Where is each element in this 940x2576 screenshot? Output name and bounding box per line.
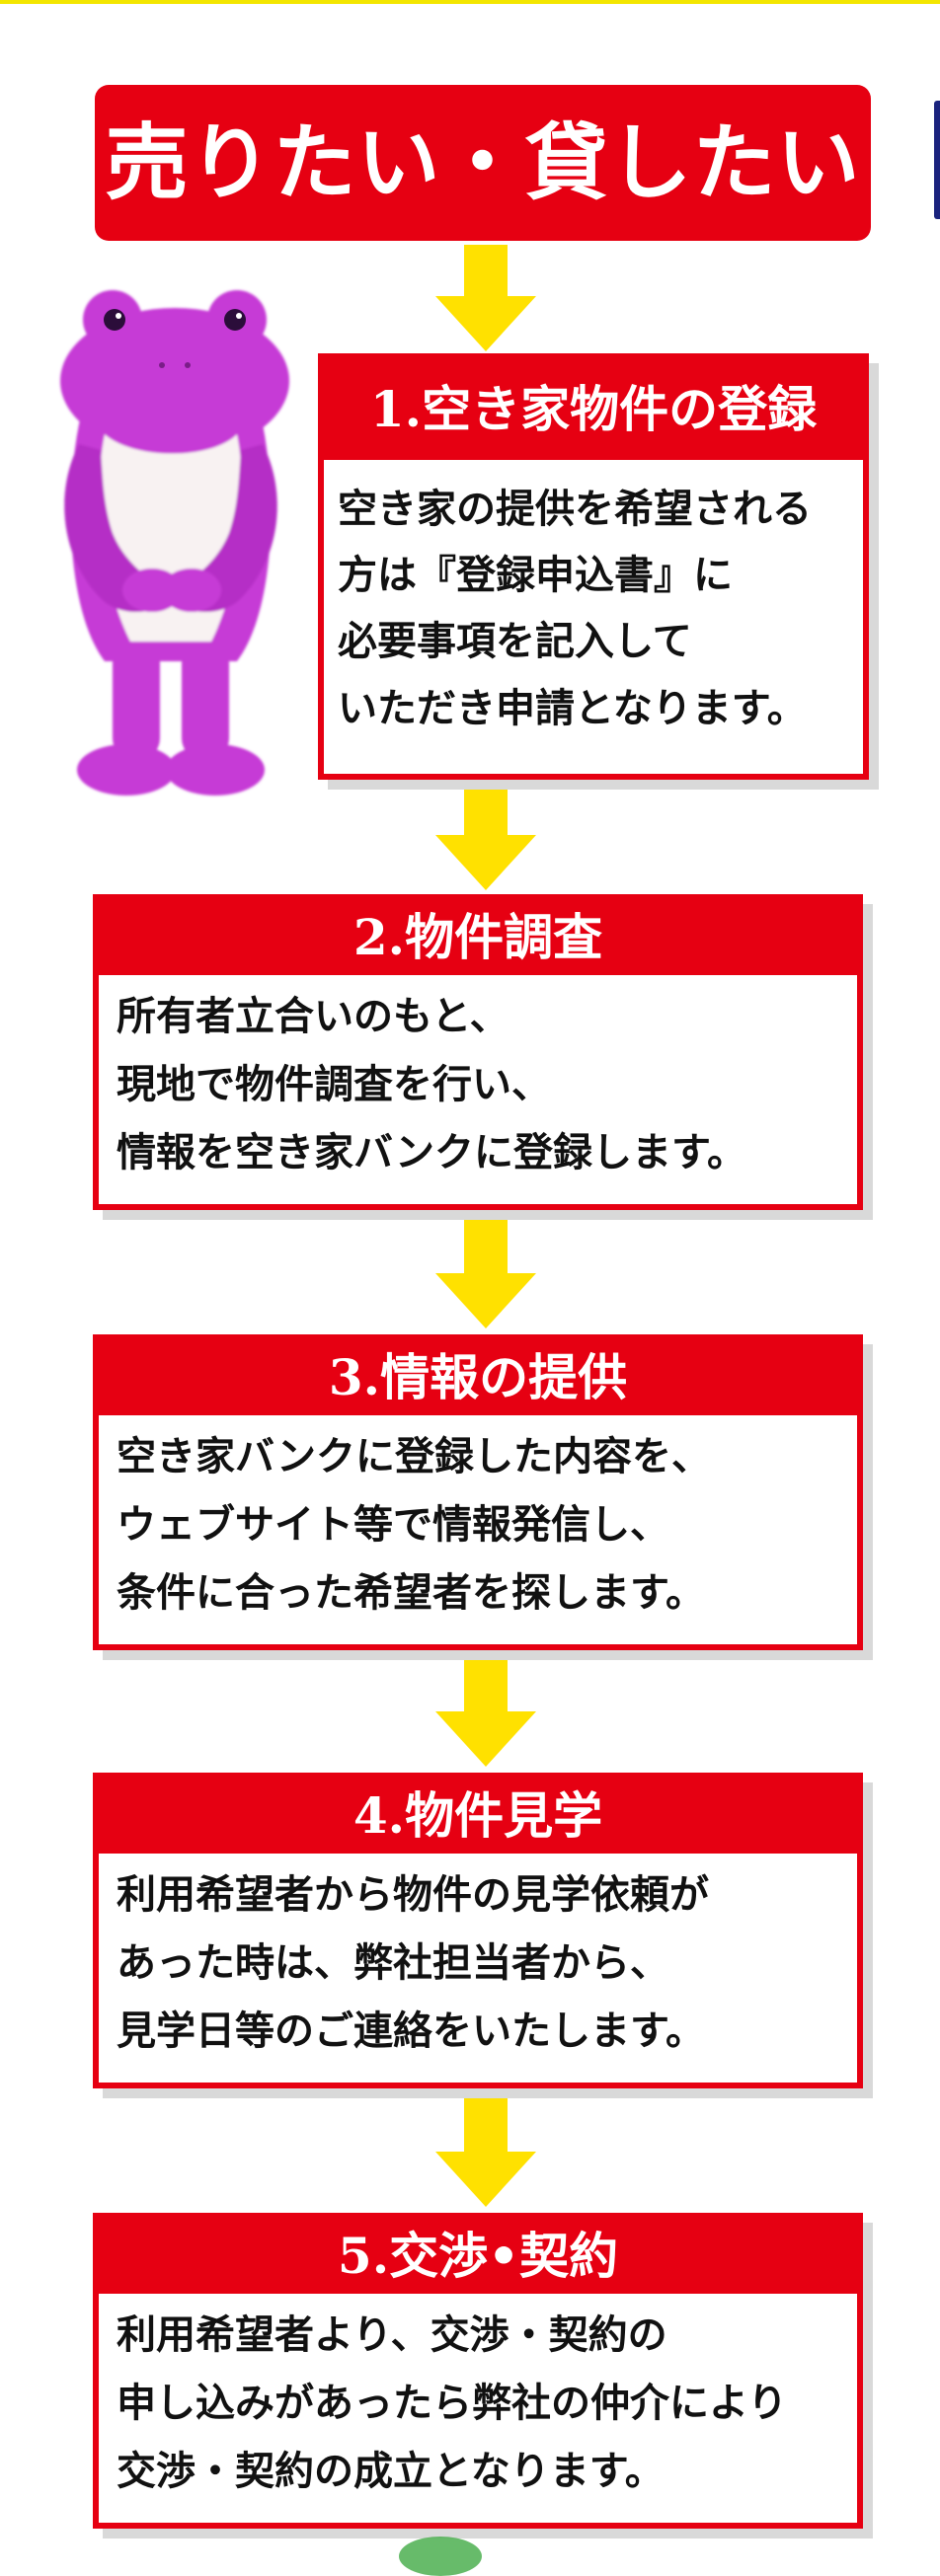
step-description-line: 利用希望者より、交渉・契約の (117, 2311, 667, 2358)
step-card-5: 5.交渉•契約 利用希望者より、交渉・契約の 申し込みがあったら弊社の仲介により… (93, 2213, 863, 2529)
step-description-line: 見学日等のご連絡をいたします。 (117, 2007, 705, 2054)
step-card-3: 3.情報の提供 空き家バンクに登録した内容を、 ウェブサイト等で情報発信し、 条… (93, 1334, 863, 1650)
step-description: 空き家バンクに登録した内容を、 ウェブサイト等で情報発信し、 条件に合った希望者… (99, 1415, 857, 1627)
step-description-line: 申し込みがあったら弊社の仲介により (117, 2379, 788, 2426)
side-tab-edge (934, 101, 940, 219)
step-description: 利用希望者より、交渉・契約の 申し込みがあったら弊社の仲介により 交渉・契約の成… (99, 2294, 857, 2505)
step-description: 所有者立合いのもと、 現地で物件調査を行い、 情報を空き家バンクに登録します。 (99, 975, 857, 1186)
flow-arrow-down-icon (431, 1220, 540, 1330)
banner-title: 売りたい・貸したい (105, 114, 861, 211)
step-description-line: 所有者立合いのもと、 (117, 993, 509, 1039)
step-description: 利用希望者から物件の見学依頼が あった時は、弊社担当者から、 見学日等のご連絡を… (99, 1854, 857, 2065)
step-description-line: 空き家バンクに登録した内容を、 (117, 1433, 711, 1479)
step-description-line: 空き家の提供を希望される (338, 486, 812, 532)
flow-arrow-down-icon (431, 2098, 540, 2209)
flow-arrow-down-icon (431, 1658, 540, 1769)
step-description-line: 情報を空き家バンクに登録します。 (117, 1128, 746, 1175)
step-title: 1.空き家物件の登録 (324, 359, 863, 460)
top-rule (0, 0, 940, 4)
step-description-line: 利用希望者から物件の見学依頼が (117, 1871, 709, 1918)
step-description-line: ウェブサイト等で情報発信し、 (117, 1500, 669, 1548)
flow-arrow-down-icon (431, 245, 540, 353)
step-title: 2.物件調査 (99, 900, 857, 975)
frog-mascot-icon (43, 286, 296, 809)
step-description-line: 方は『登録申込書』に (338, 552, 733, 599)
step-card-4: 4.物件見学 利用希望者から物件の見学依頼が あった時は、弊社担当者から、 見学… (93, 1773, 863, 2088)
step-title: 5.交渉•契約 (99, 2219, 857, 2294)
step-description-line: あった時は、弊社担当者から、 (117, 1938, 669, 1986)
step-title: 4.物件見学 (99, 1779, 857, 1854)
step-description-line: 交渉・契約の成立となります。 (117, 2447, 665, 2494)
step-title: 3.情報の提供 (99, 1340, 857, 1415)
step-card-2: 2.物件調査 所有者立合いのもと、 現地で物件調査を行い、 情報を空き家バンクに… (93, 894, 863, 1210)
step-description-line: いただき申請となります。 (338, 684, 807, 731)
flow-arrow-down-icon (431, 782, 540, 892)
step-description-line: 条件に合った希望者を探します。 (117, 1568, 705, 1616)
step-card-1: 1.空き家物件の登録 空き家の提供を希望される 方は『登録申込書』に 必要事項を… (318, 353, 869, 780)
next-section-hint (399, 2537, 482, 2576)
step-description-line: 現地で物件調査を行い、 (117, 1060, 551, 1107)
main-banner: 売りたい・貸したい (95, 85, 871, 241)
step-description: 空き家の提供を希望される 方は『登録申込書』に 必要事項を記入して いただき申請… (324, 460, 863, 741)
step-description-line: 必要事項を記入して (338, 618, 692, 665)
